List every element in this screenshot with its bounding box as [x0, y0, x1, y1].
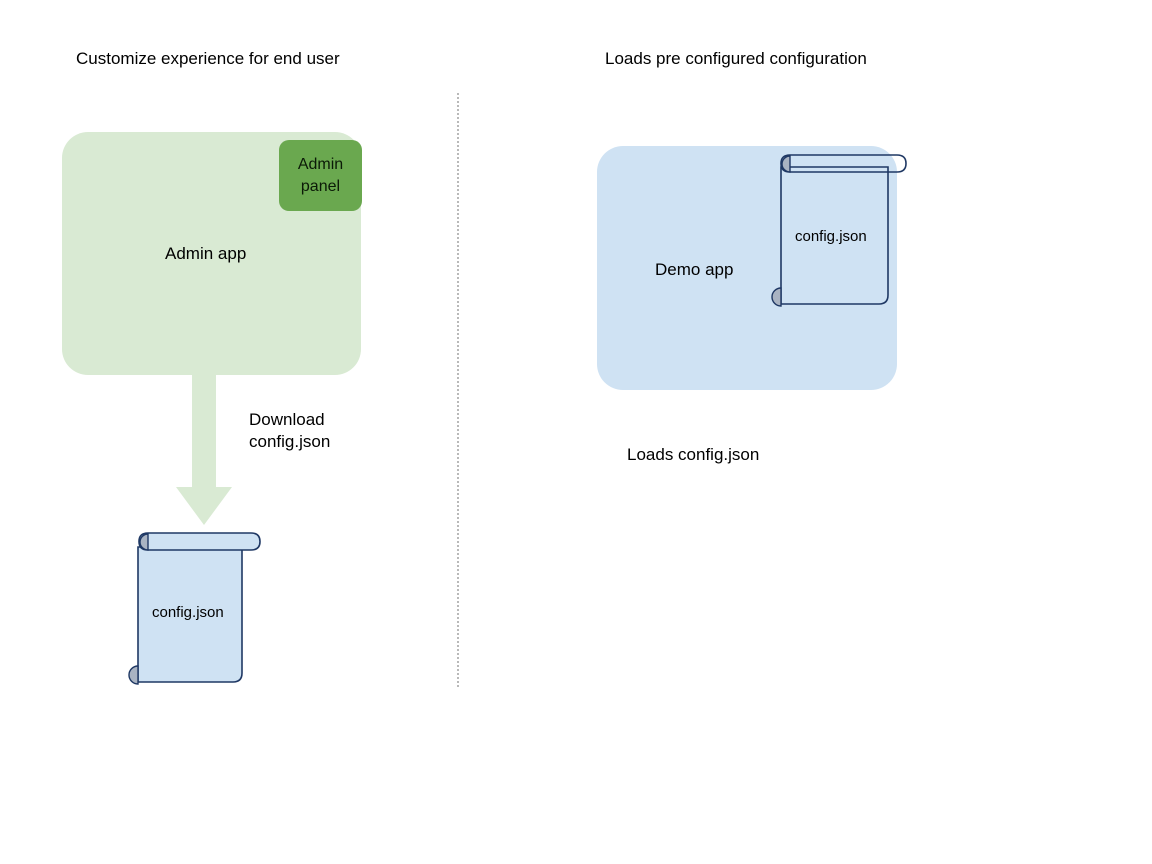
admin-panel-box[interactable]: Admin panel: [279, 140, 362, 211]
config-json-document-icon[interactable]: [118, 525, 270, 693]
loads-config-caption: Loads config.json: [627, 445, 760, 464]
demo-app-box: [597, 146, 897, 390]
admin-panel-label-line1: Admin: [297, 155, 344, 173]
left-column-title: Customize experience for end user: [76, 49, 340, 68]
download-arrow-icon: [176, 372, 232, 525]
admin-panel-label: Admin panel: [298, 154, 343, 198]
right-column-title: Loads pre configured configuration: [605, 49, 867, 68]
download-arrow-label-line1: Download: [249, 410, 325, 429]
config-json-document-label: config.json: [152, 604, 224, 621]
demo-app-label: Demo app: [655, 260, 734, 279]
admin-panel-label-line2: panel: [300, 177, 341, 195]
download-arrow-label: Download config.json: [249, 409, 330, 453]
download-arrow-label-line2: config.json: [249, 432, 331, 451]
demo-config-json-document-label: config.json: [795, 228, 867, 245]
admin-app-label: Admin app: [165, 244, 247, 263]
vertical-dotted-divider: [457, 93, 459, 687]
demo-config-json-document-icon[interactable]: [762, 150, 914, 318]
